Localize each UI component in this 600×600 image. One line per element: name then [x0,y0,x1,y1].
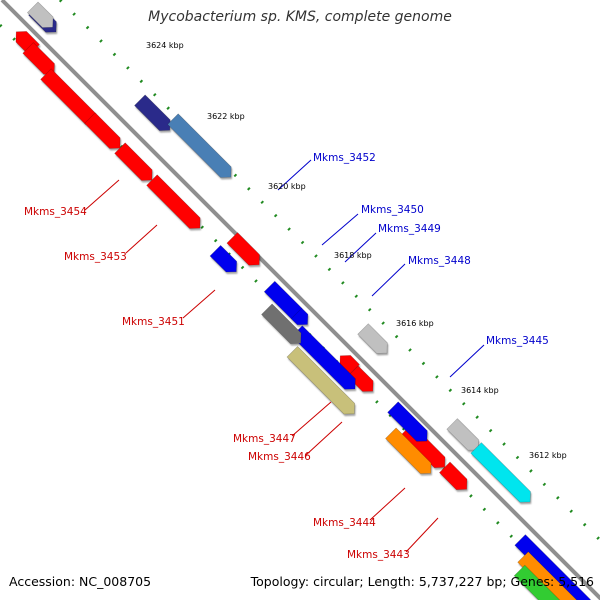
gene-label-mkms-3452[interactable]: Mkms_3452 [313,152,376,164]
gene-arrow[interactable] [513,564,575,600]
gene-label-mkms-3448[interactable]: Mkms_3448 [408,255,471,267]
page-title: Mycobacterium sp. KMS, complete genome [148,9,452,25]
leader-line [182,289,216,319]
gene-label-mkms-3454[interactable]: Mkms_3454 [24,206,87,218]
gene-arrow[interactable] [387,401,428,442]
gene-arrow-mkms-3445[interactable] [385,427,432,474]
gene-label-mkms-3453[interactable]: Mkms_3453 [64,251,127,263]
leader-line [449,344,485,378]
gene-arrow[interactable] [40,68,97,125]
leader-line [344,232,377,263]
gene-arrow[interactable] [114,142,153,181]
leader-line [277,159,312,191]
gene-arrow-mkms-3446[interactable] [357,323,388,354]
gene-arrow[interactable] [438,461,468,491]
leader-line [369,487,406,521]
gene-arrow-mkms-3443[interactable] [470,442,531,503]
leader-line [125,224,158,254]
gene-arrow[interactable] [446,418,479,451]
scale-label: 3614 kbp [461,386,499,395]
gene-arrow[interactable] [517,551,584,600]
leader-line [305,421,343,456]
gene-arrow-mkms-3453[interactable] [167,113,232,178]
gene-arrow[interactable] [514,534,591,600]
gene-label-mkms-3447[interactable]: Mkms_3447 [233,433,296,445]
gene-arrow[interactable] [84,112,121,149]
leader-line [84,179,120,211]
gene-arrow[interactable] [146,174,201,229]
gene-arrow-mkms-3449[interactable] [261,303,302,344]
accession-text: Accession: NC_008705 [9,574,152,589]
gene-arrow-mkms-3452[interactable] [209,244,238,273]
scale-label: 3624 kbp [146,41,184,50]
scale-label: 3612 kbp [529,451,567,460]
scale-label: 3616 kbp [396,319,434,328]
leader-line [321,213,359,246]
gene-label-mkms-3443[interactable]: Mkms_3443 [347,549,410,561]
gene-arrow[interactable] [26,1,54,28]
gene-label-mkms-3449[interactable]: Mkms_3449 [378,223,441,235]
gene-label-mkms-3451[interactable]: Mkms_3451 [122,316,185,328]
gene-arrow[interactable] [134,94,171,131]
gene-label-mkms-3450[interactable]: Mkms_3450 [361,204,424,216]
gene-arrow[interactable] [286,345,356,415]
tick-ring-outer [58,0,600,542]
gene-arrow-mkms-3451[interactable] [226,232,260,266]
leader-line [371,263,406,297]
scale-label: 3618 kbp [334,251,372,260]
leader-line [291,401,332,437]
gene-arrow[interactable] [290,307,309,326]
topology-summary: Topology: circular; Length: 5,737,227 bp… [250,574,594,589]
gene-label-mkms-3444[interactable]: Mkms_3444 [313,517,376,529]
scale-label: 3622 kbp [207,112,245,121]
gene-label-mkms-3445[interactable]: Mkms_3445 [486,335,549,347]
leader-line [405,517,439,553]
gene-label-mkms-3446[interactable]: Mkms_3446 [248,451,311,463]
scale-label: 3620 kbp [268,182,306,191]
